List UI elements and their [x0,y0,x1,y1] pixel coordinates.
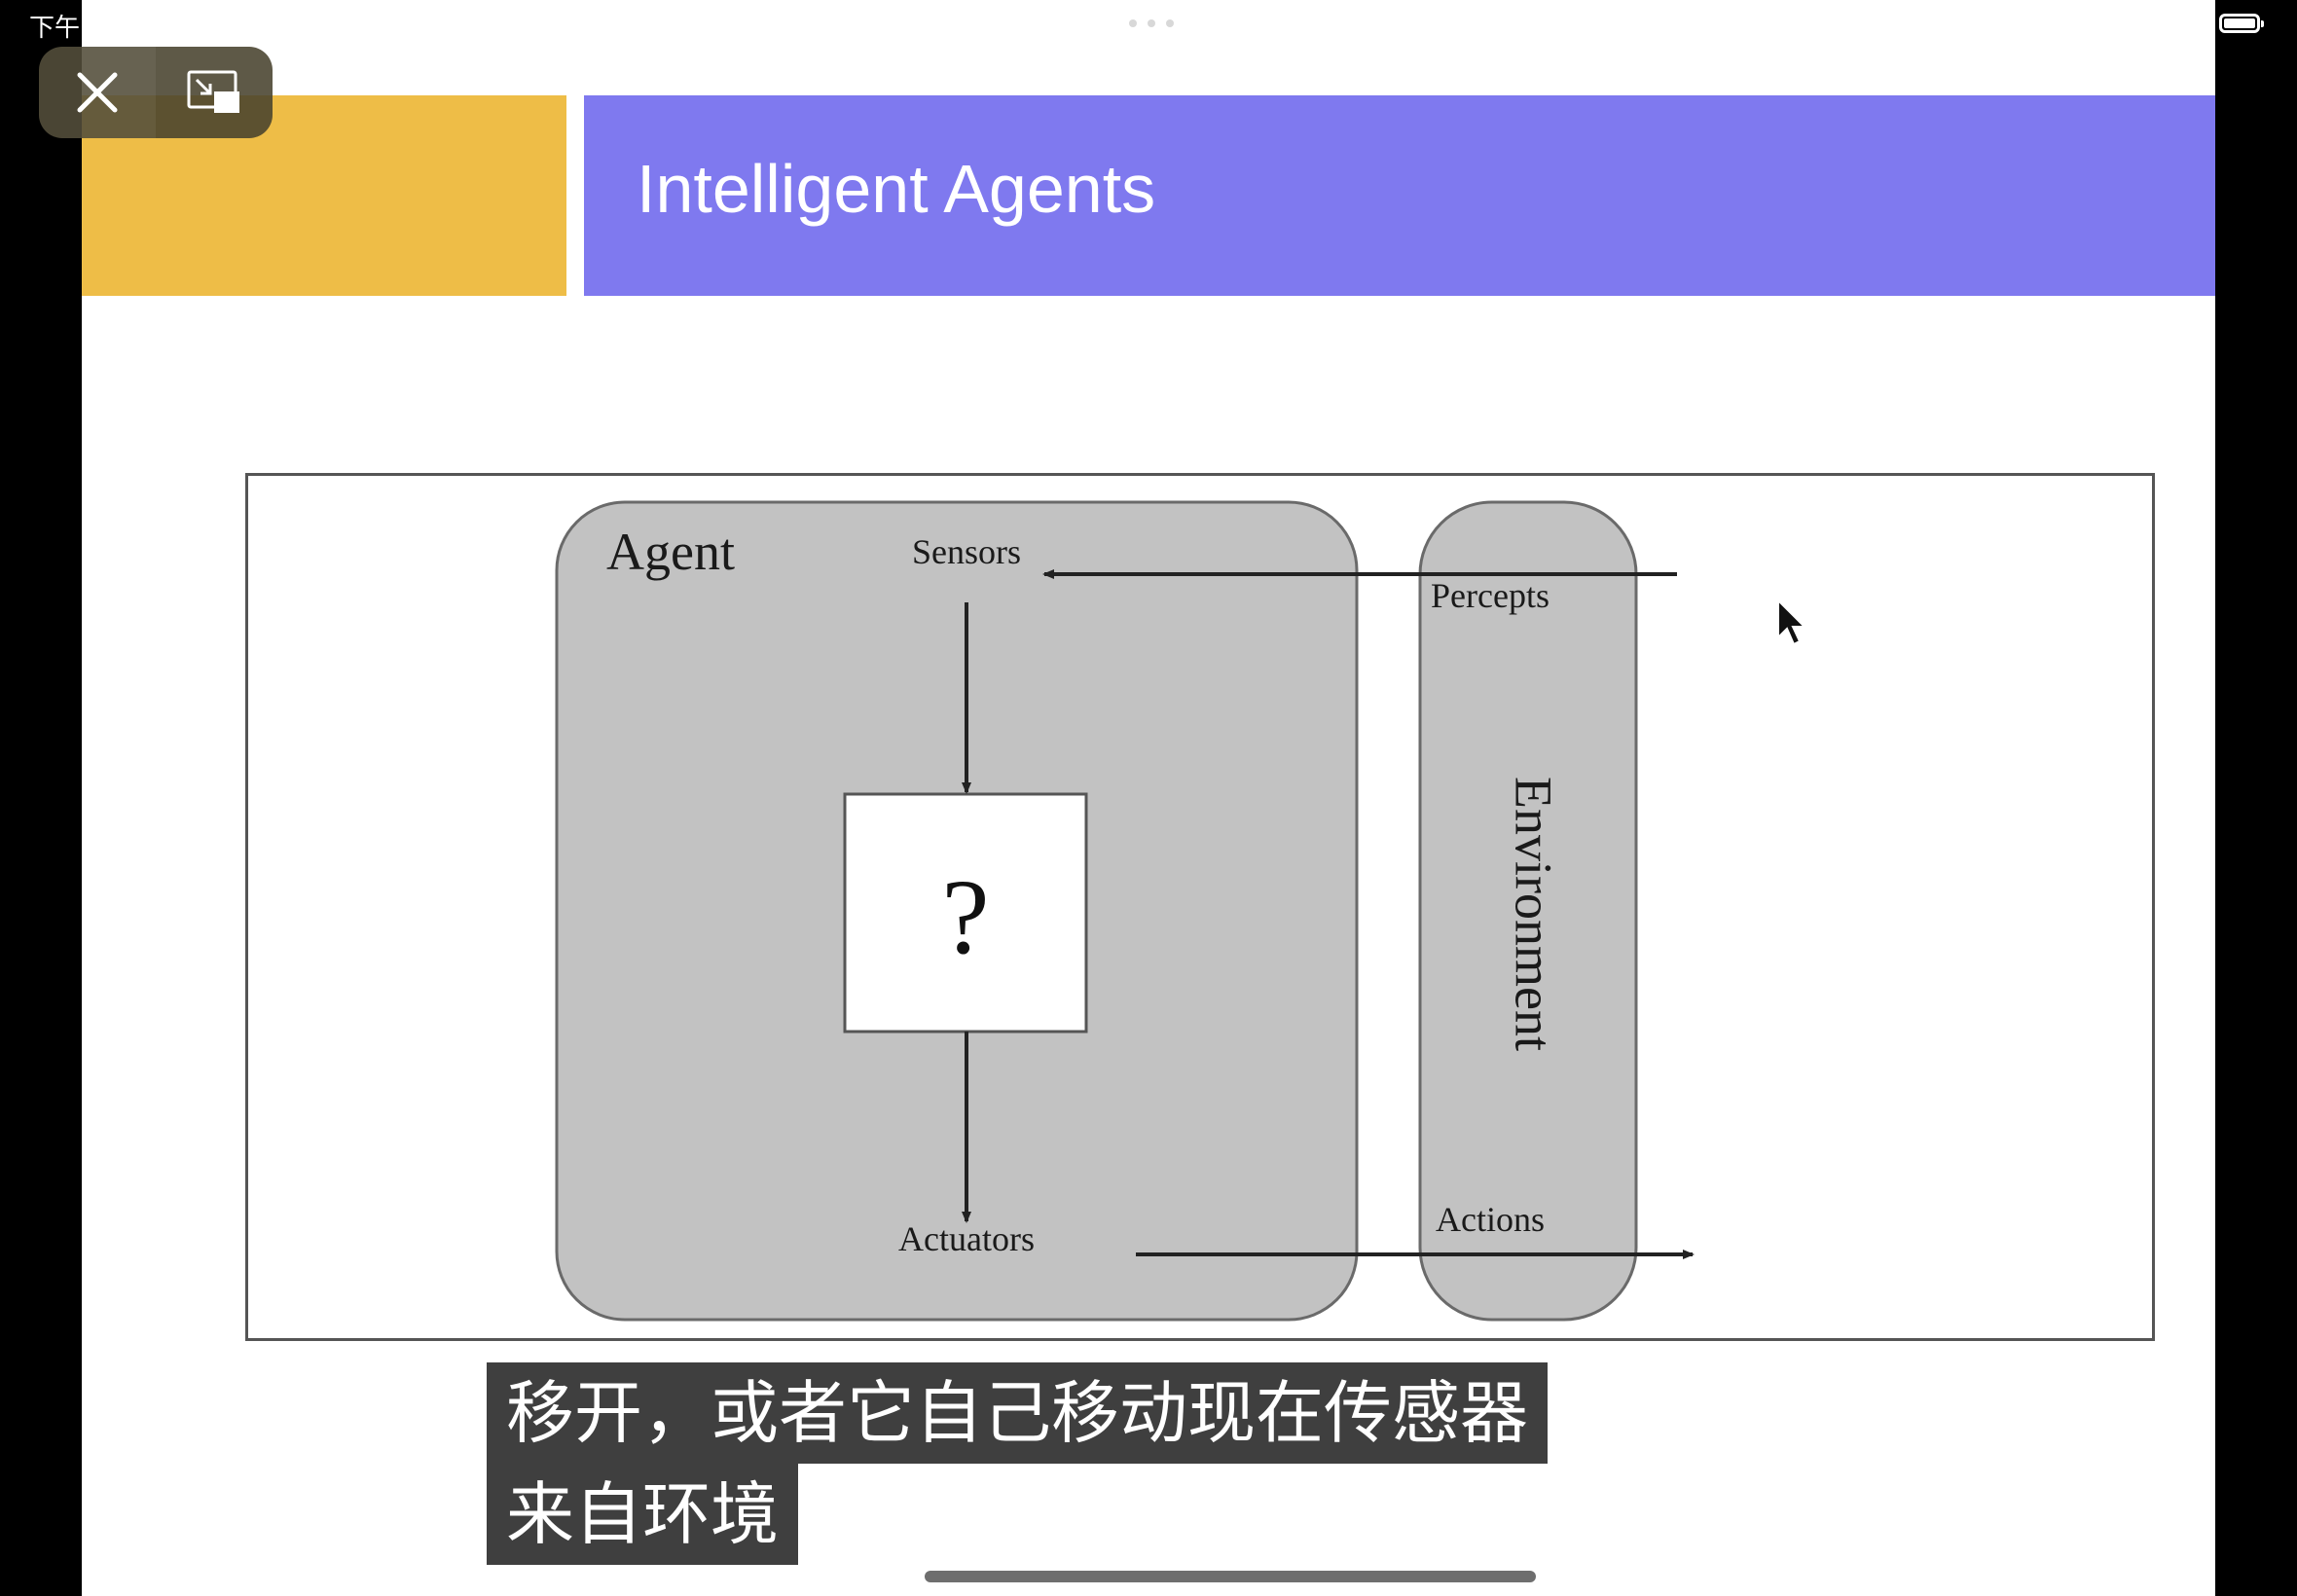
agent-function-box [843,792,1088,1034]
agent-diagram: Agent Sensors ? Actuators Percepts Actio… [245,473,2155,1341]
agent-diagram-svg: Agent Sensors ? Actuators Percepts Actio… [555,500,1807,1322]
subtitle-caption: 移开，或者它自己移动现在传感器 来自环境 [487,1362,1575,1565]
actions-label: Actions [1436,1200,1545,1239]
slide-title-bar [584,95,2215,296]
actuators-label: Actuators [898,1219,1035,1258]
grabber-dot [1166,19,1174,27]
subtitle-line-2: 来自环境 [487,1464,798,1565]
pip-controls [39,47,273,138]
slide: Intelligent Agents Agent Sensors ? Actua… [82,0,2215,1596]
agent-label: Agent [606,523,735,581]
sensors-label: Sensors [912,532,1021,571]
exit-pip-icon [187,70,239,113]
subtitle-line-1: 移开，或者它自己移动现在传感器 [487,1362,1548,1464]
exit-pip-button[interactable] [156,47,273,138]
grabber-dot [1148,19,1155,27]
environment-label: Environment [1505,777,1563,1051]
close-icon [77,72,118,113]
window-grabber[interactable] [1129,19,1174,27]
agent-function-label: ? [942,857,990,976]
environment-box [1418,500,1638,1322]
close-button[interactable] [39,47,156,138]
home-indicator[interactable] [925,1571,1536,1582]
mouse-cursor-icon [1777,598,1807,646]
slide-title: Intelligent Agents [637,151,1156,227]
grabber-dot [1129,19,1137,27]
percepts-label: Percepts [1431,576,1550,615]
status-bar-time: 下午 [29,14,81,43]
battery-icon [2219,14,2264,33]
